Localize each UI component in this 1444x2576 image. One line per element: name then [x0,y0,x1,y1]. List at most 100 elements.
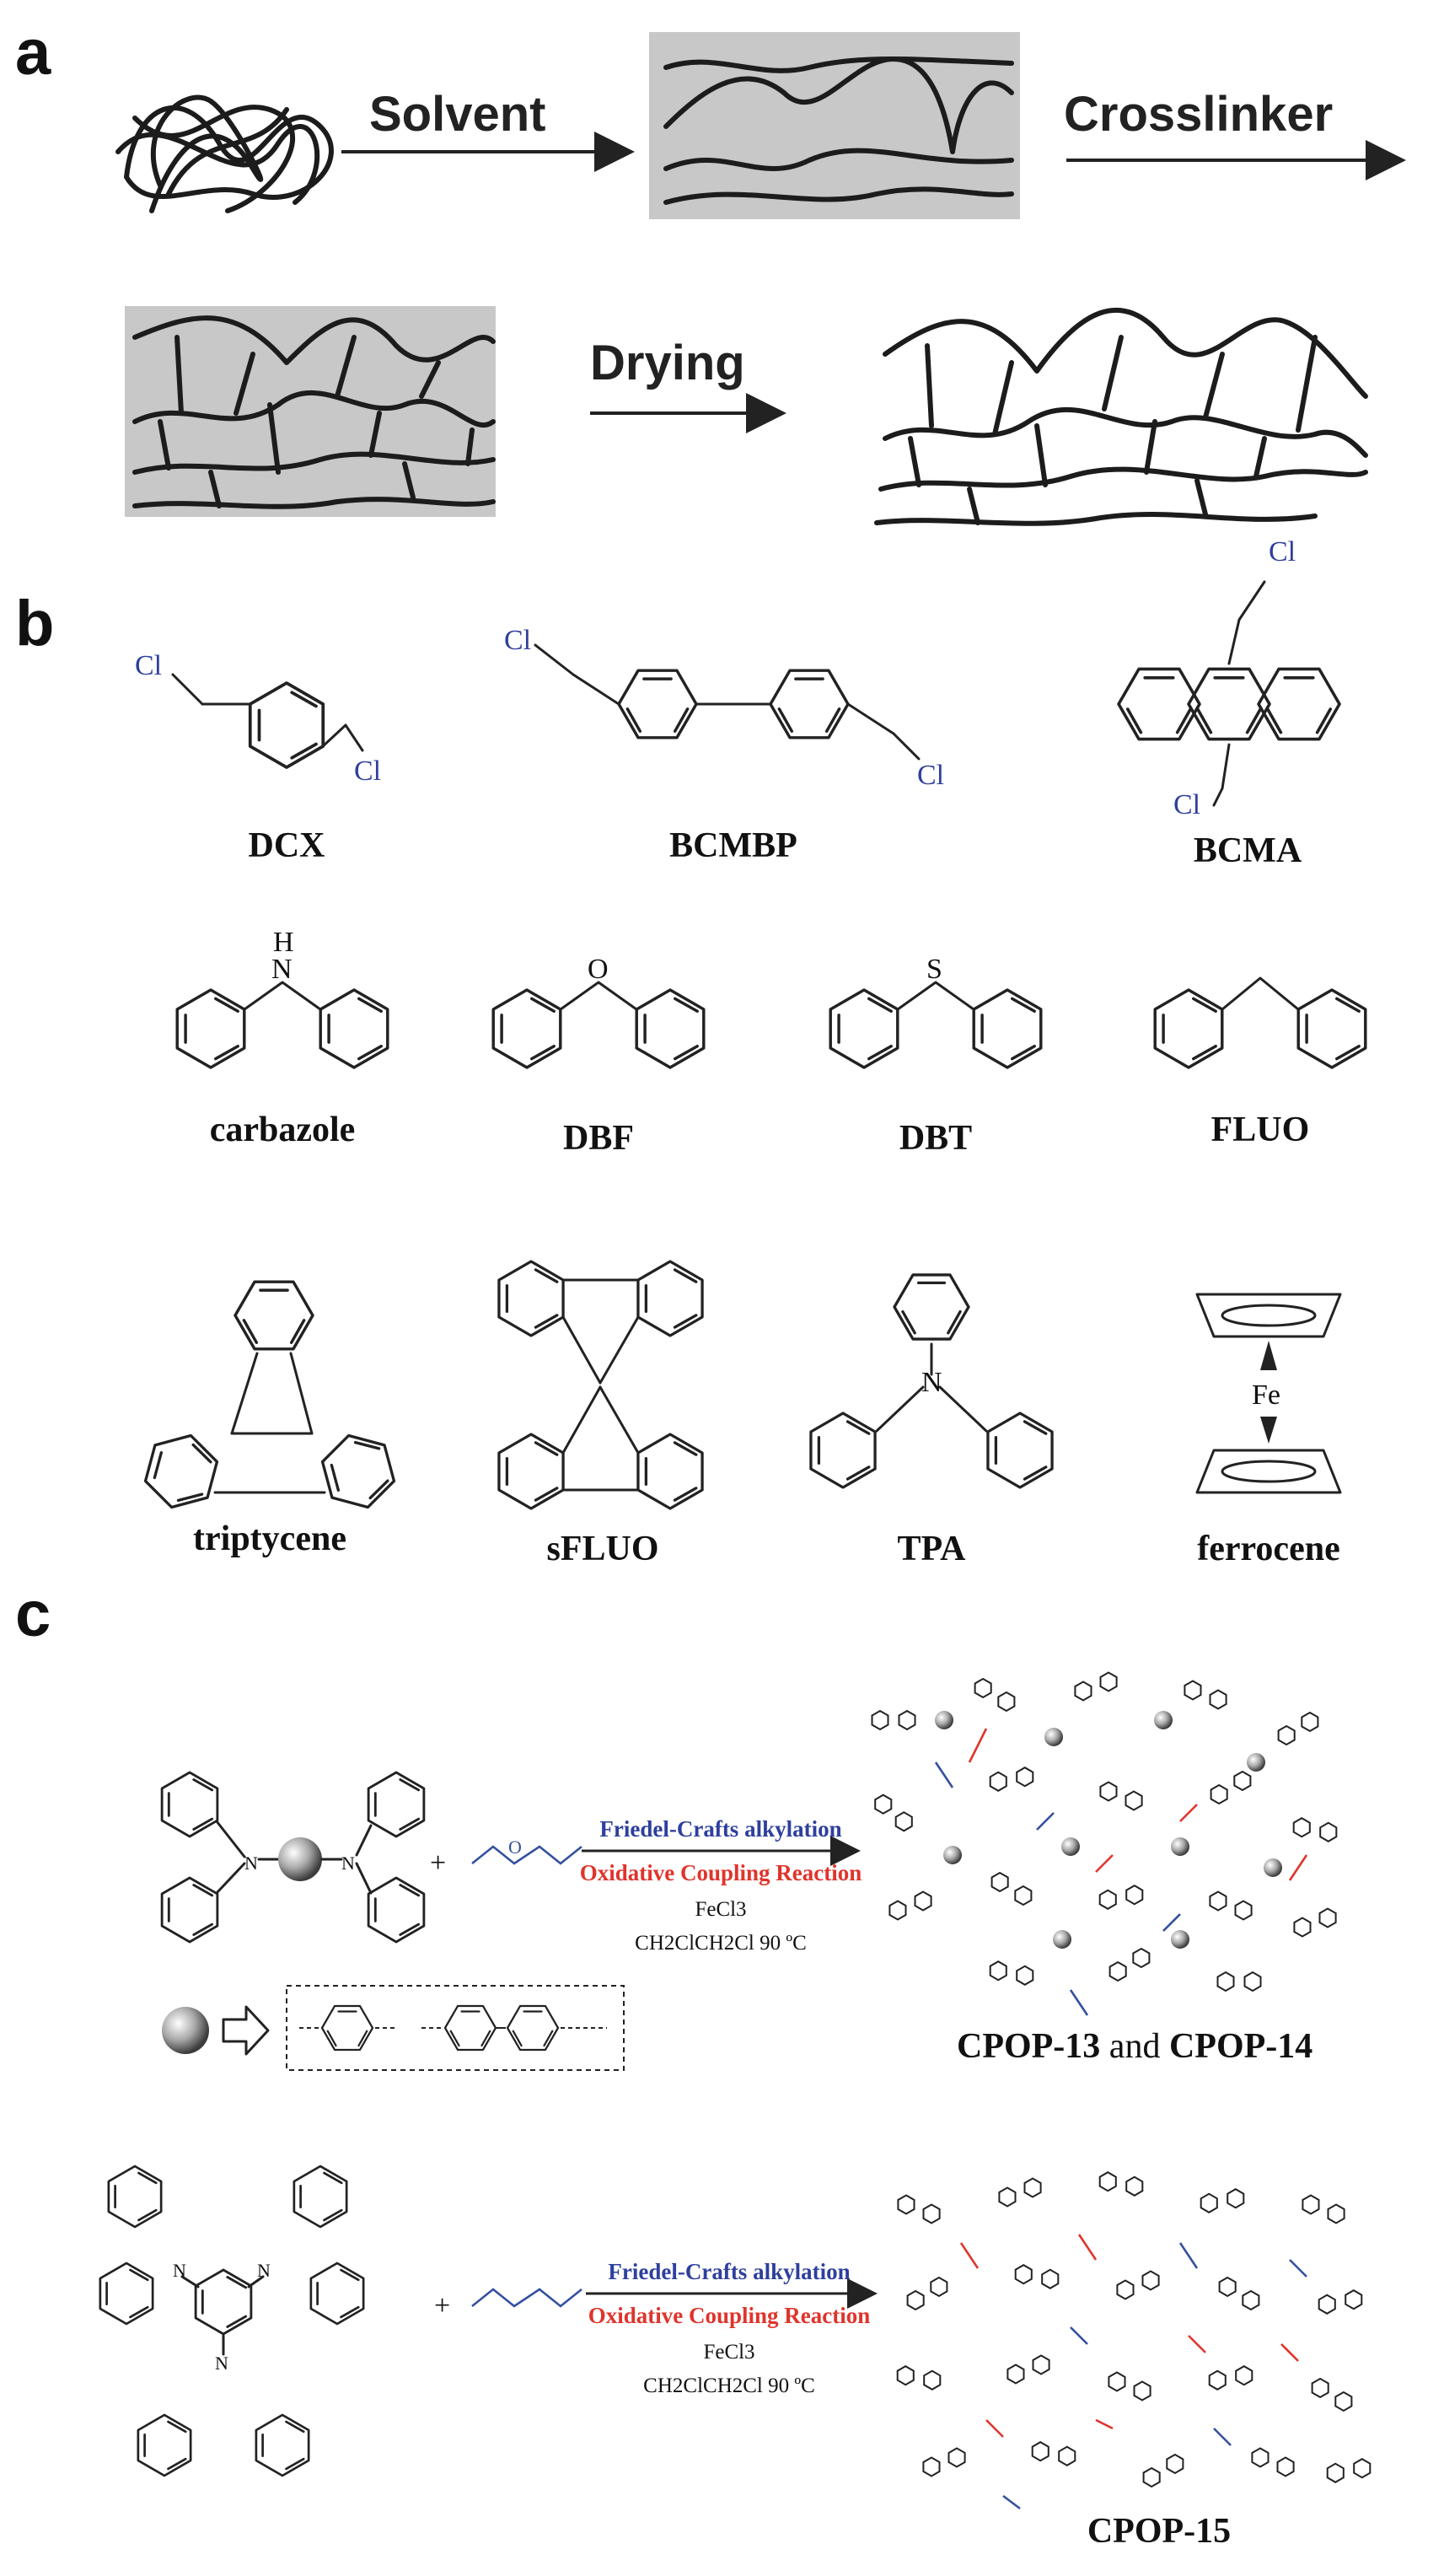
ring [1099,1671,1118,1692]
structure-tpa: N TPA [809,1273,1054,1568]
ring [974,1677,992,1699]
ring [1116,2279,1135,2300]
ring [1302,2194,1320,2215]
ring [1099,1781,1118,1802]
ring [1234,1900,1253,1921]
ring [1074,1681,1092,1702]
porous-network [874,308,1368,526]
bond [934,1761,954,1788]
bond [1280,2343,1299,2362]
ring [1184,1680,1202,1701]
ball-legend [162,1985,625,2071]
ring [1007,2364,1025,2385]
bcmbp-cl-2: Cl [917,760,944,791]
label-sfluo: sFLUO [546,1530,658,1568]
dbf-o: O [588,954,609,985]
crosslinked-gel [125,306,496,517]
bond [1213,2428,1232,2446]
bond [1162,1913,1181,1932]
ring [1108,2371,1126,2392]
bond [1289,2259,1307,2278]
monomer2-n-2: N [257,2260,271,2281]
ring [1334,2390,1353,2412]
plus-2: + [434,2290,450,2321]
ring [923,2369,942,2390]
panel-letter-c: c [15,1578,51,1650]
rxn2-reagent: FeCl3 [703,2341,754,2364]
plus-1: + [430,1847,446,1879]
linker-ball [1044,1728,1063,1746]
bond [959,2242,980,2269]
label-bcma: BCMA [1194,831,1302,870]
linker-ball [1171,1930,1189,1949]
ring [922,2203,941,2224]
rxn1-friedel-crafts: Friedel-Crafts alkylation [599,1816,841,1842]
ring [1108,1960,1127,1982]
bond [1178,2242,1199,2269]
linker-ball [1247,1753,1265,1772]
bond [1002,2494,1021,2510]
ring [914,1890,932,1912]
ring [1210,1783,1228,1805]
monomer2-n-3: N [215,2353,228,2374]
linker-ball [278,1837,322,1881]
ring [922,2456,941,2477]
ring [1276,2456,1295,2477]
rxn1-reagent: FeCl3 [695,1898,746,1921]
ring [1098,2171,1117,2192]
ring [997,1691,1016,1713]
ring [894,1811,913,1832]
ring [1318,1907,1337,1928]
bcma-cl-1: Cl [1269,536,1296,567]
fda-crosslinker-1 [471,1845,582,1865]
bond [1095,2418,1114,2430]
ring [1208,2369,1227,2390]
ring [1318,2294,1336,2315]
bond [968,1728,988,1763]
fda-o-1: O [508,1837,522,1858]
rxn2-conditions: CH2ClCH2Cl 90 ºC [643,2374,815,2397]
ring [871,1709,889,1731]
ring [1125,1885,1144,1906]
panel-c: c N N + O Friedel-Crafts alkylation Oxid… [15,1578,1372,2551]
structure-bcma: Cl Cl BCMA [1117,536,1341,870]
linker-ball [935,1711,953,1729]
ring [1327,2203,1345,2224]
ring [1166,2453,1184,2475]
fda-crosslinker-2 [471,2288,582,2308]
ring [1098,1889,1117,1910]
ring [998,2186,1017,2208]
product2-label: CPOP-15 [1087,2512,1231,2551]
label-dbt: DBT [899,1119,972,1158]
structure-carbazole: N H carbazole [175,927,389,1149]
linker-ball [1154,1711,1173,1729]
tpa-n: N [921,1367,942,1398]
solvated-chains [649,32,1020,219]
ring [1292,1817,1311,1838]
ring [1132,1947,1151,1969]
hollow-arrow-icon [222,2005,270,2056]
ring [1293,1917,1312,1938]
cpop-13-14-network [871,1671,1338,2016]
ferrocene-fe: Fe [1252,1379,1280,1411]
bcmbp-cl-1: Cl [504,625,531,656]
ring [1235,2365,1253,2386]
rxn2-oxidative: Oxidative Coupling Reaction [588,2303,871,2328]
ring [989,1771,1007,1792]
structure-fluo: FLUO [1153,976,1367,1149]
ring [1209,1890,1227,1912]
ring [1243,1971,1262,1993]
label-triptycene: triptycene [193,1519,346,1558]
monomer-1: N N [160,1771,426,1944]
label-tpa: TPA [898,1530,967,1568]
ring [1016,1767,1034,1788]
ring [906,2289,925,2311]
ring [1125,2175,1144,2197]
ring [1216,1971,1235,1993]
linker-ball [943,1846,962,1864]
ring [1301,1711,1319,1733]
linker-ball [1061,1837,1080,1856]
product1-label: CPOP-13 and CPOP-14 [957,2027,1312,2066]
ring [1242,2289,1260,2311]
label-fluo: FLUO [1211,1111,1310,1149]
